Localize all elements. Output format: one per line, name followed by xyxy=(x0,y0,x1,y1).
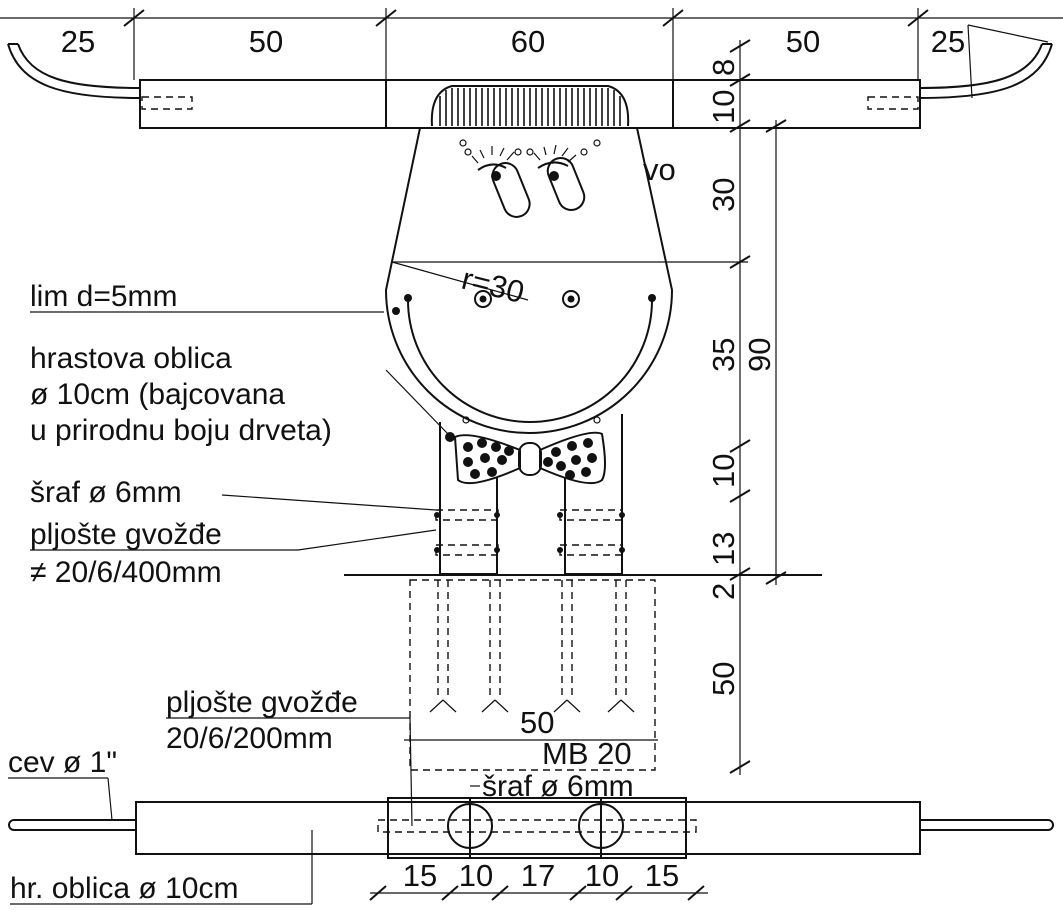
mb-label: MB 20 xyxy=(542,736,632,771)
face-plate xyxy=(384,127,674,434)
dim-right-13: 13 xyxy=(706,532,741,566)
dim-right-30: 30 xyxy=(706,178,741,212)
label-hrastova-3: u prirodnu boju drveta) xyxy=(30,414,332,447)
bolt-right xyxy=(562,290,580,308)
dim-bottom-4: 10 xyxy=(585,858,619,893)
label-hr-oblica: hr. oblica ø 10cm xyxy=(10,872,238,905)
label-sraf: šraf ø 6mm xyxy=(30,476,182,509)
dim-right-50: 50 xyxy=(706,662,741,696)
bottom-beam xyxy=(8,797,1054,859)
dim-right-8: 8 xyxy=(706,59,741,76)
label-cev: cev ø 1" xyxy=(8,746,117,779)
label-pljoste-b2: 20/6/200mm xyxy=(166,722,333,755)
label-pljoste-2: ≠ 20/6/400mm xyxy=(30,556,222,589)
dim-bottom-2: 10 xyxy=(459,858,493,893)
label-pljoste-b1: pljošte gvožđe xyxy=(166,686,358,719)
dim-base-width: 50 xyxy=(520,705,554,740)
dim-right-10b: 10 xyxy=(706,454,741,488)
dim-top-4: 50 xyxy=(786,24,820,59)
dim-top-2: 50 xyxy=(249,24,283,59)
smile xyxy=(407,299,653,423)
bow-tie xyxy=(445,431,606,485)
foundation xyxy=(404,579,658,771)
bottom-dimension-line xyxy=(369,885,708,901)
right-handle xyxy=(919,43,1053,99)
label-sraf-b: šraf ø 6mm xyxy=(482,770,634,803)
label-pljoste-1: pljošte gvožđe xyxy=(30,518,222,551)
legs xyxy=(434,414,625,575)
dim-right-90: 90 xyxy=(742,338,777,372)
label-lim: lim d=5mm xyxy=(30,280,178,313)
dim-bottom-3: 17 xyxy=(521,858,555,893)
label-hrastova-1: hrastova oblica xyxy=(30,342,232,375)
left-handle xyxy=(7,43,141,99)
top-dimension-line xyxy=(0,8,1063,80)
dim-right-35: 35 xyxy=(706,338,741,372)
label-hrastova-2: ø 10cm (bajcovana xyxy=(30,378,285,411)
dim-right-2: 2 xyxy=(706,583,741,600)
bolt-left xyxy=(474,290,492,308)
eyes xyxy=(464,144,588,218)
crossbar xyxy=(139,79,921,129)
dim-top-5: 25 xyxy=(931,24,965,59)
radius-label: r=30 xyxy=(458,261,528,310)
dim-bottom-1: 15 xyxy=(403,858,437,893)
dim-right-10a: 10 xyxy=(706,90,741,124)
hair xyxy=(430,85,630,127)
dim-bottom-5: 15 xyxy=(645,858,679,893)
dim-top-3: 60 xyxy=(511,24,545,59)
right-dimension-line xyxy=(729,39,787,775)
dim-top-1: 25 xyxy=(61,24,95,59)
partial-word-vo: vo xyxy=(643,152,676,187)
